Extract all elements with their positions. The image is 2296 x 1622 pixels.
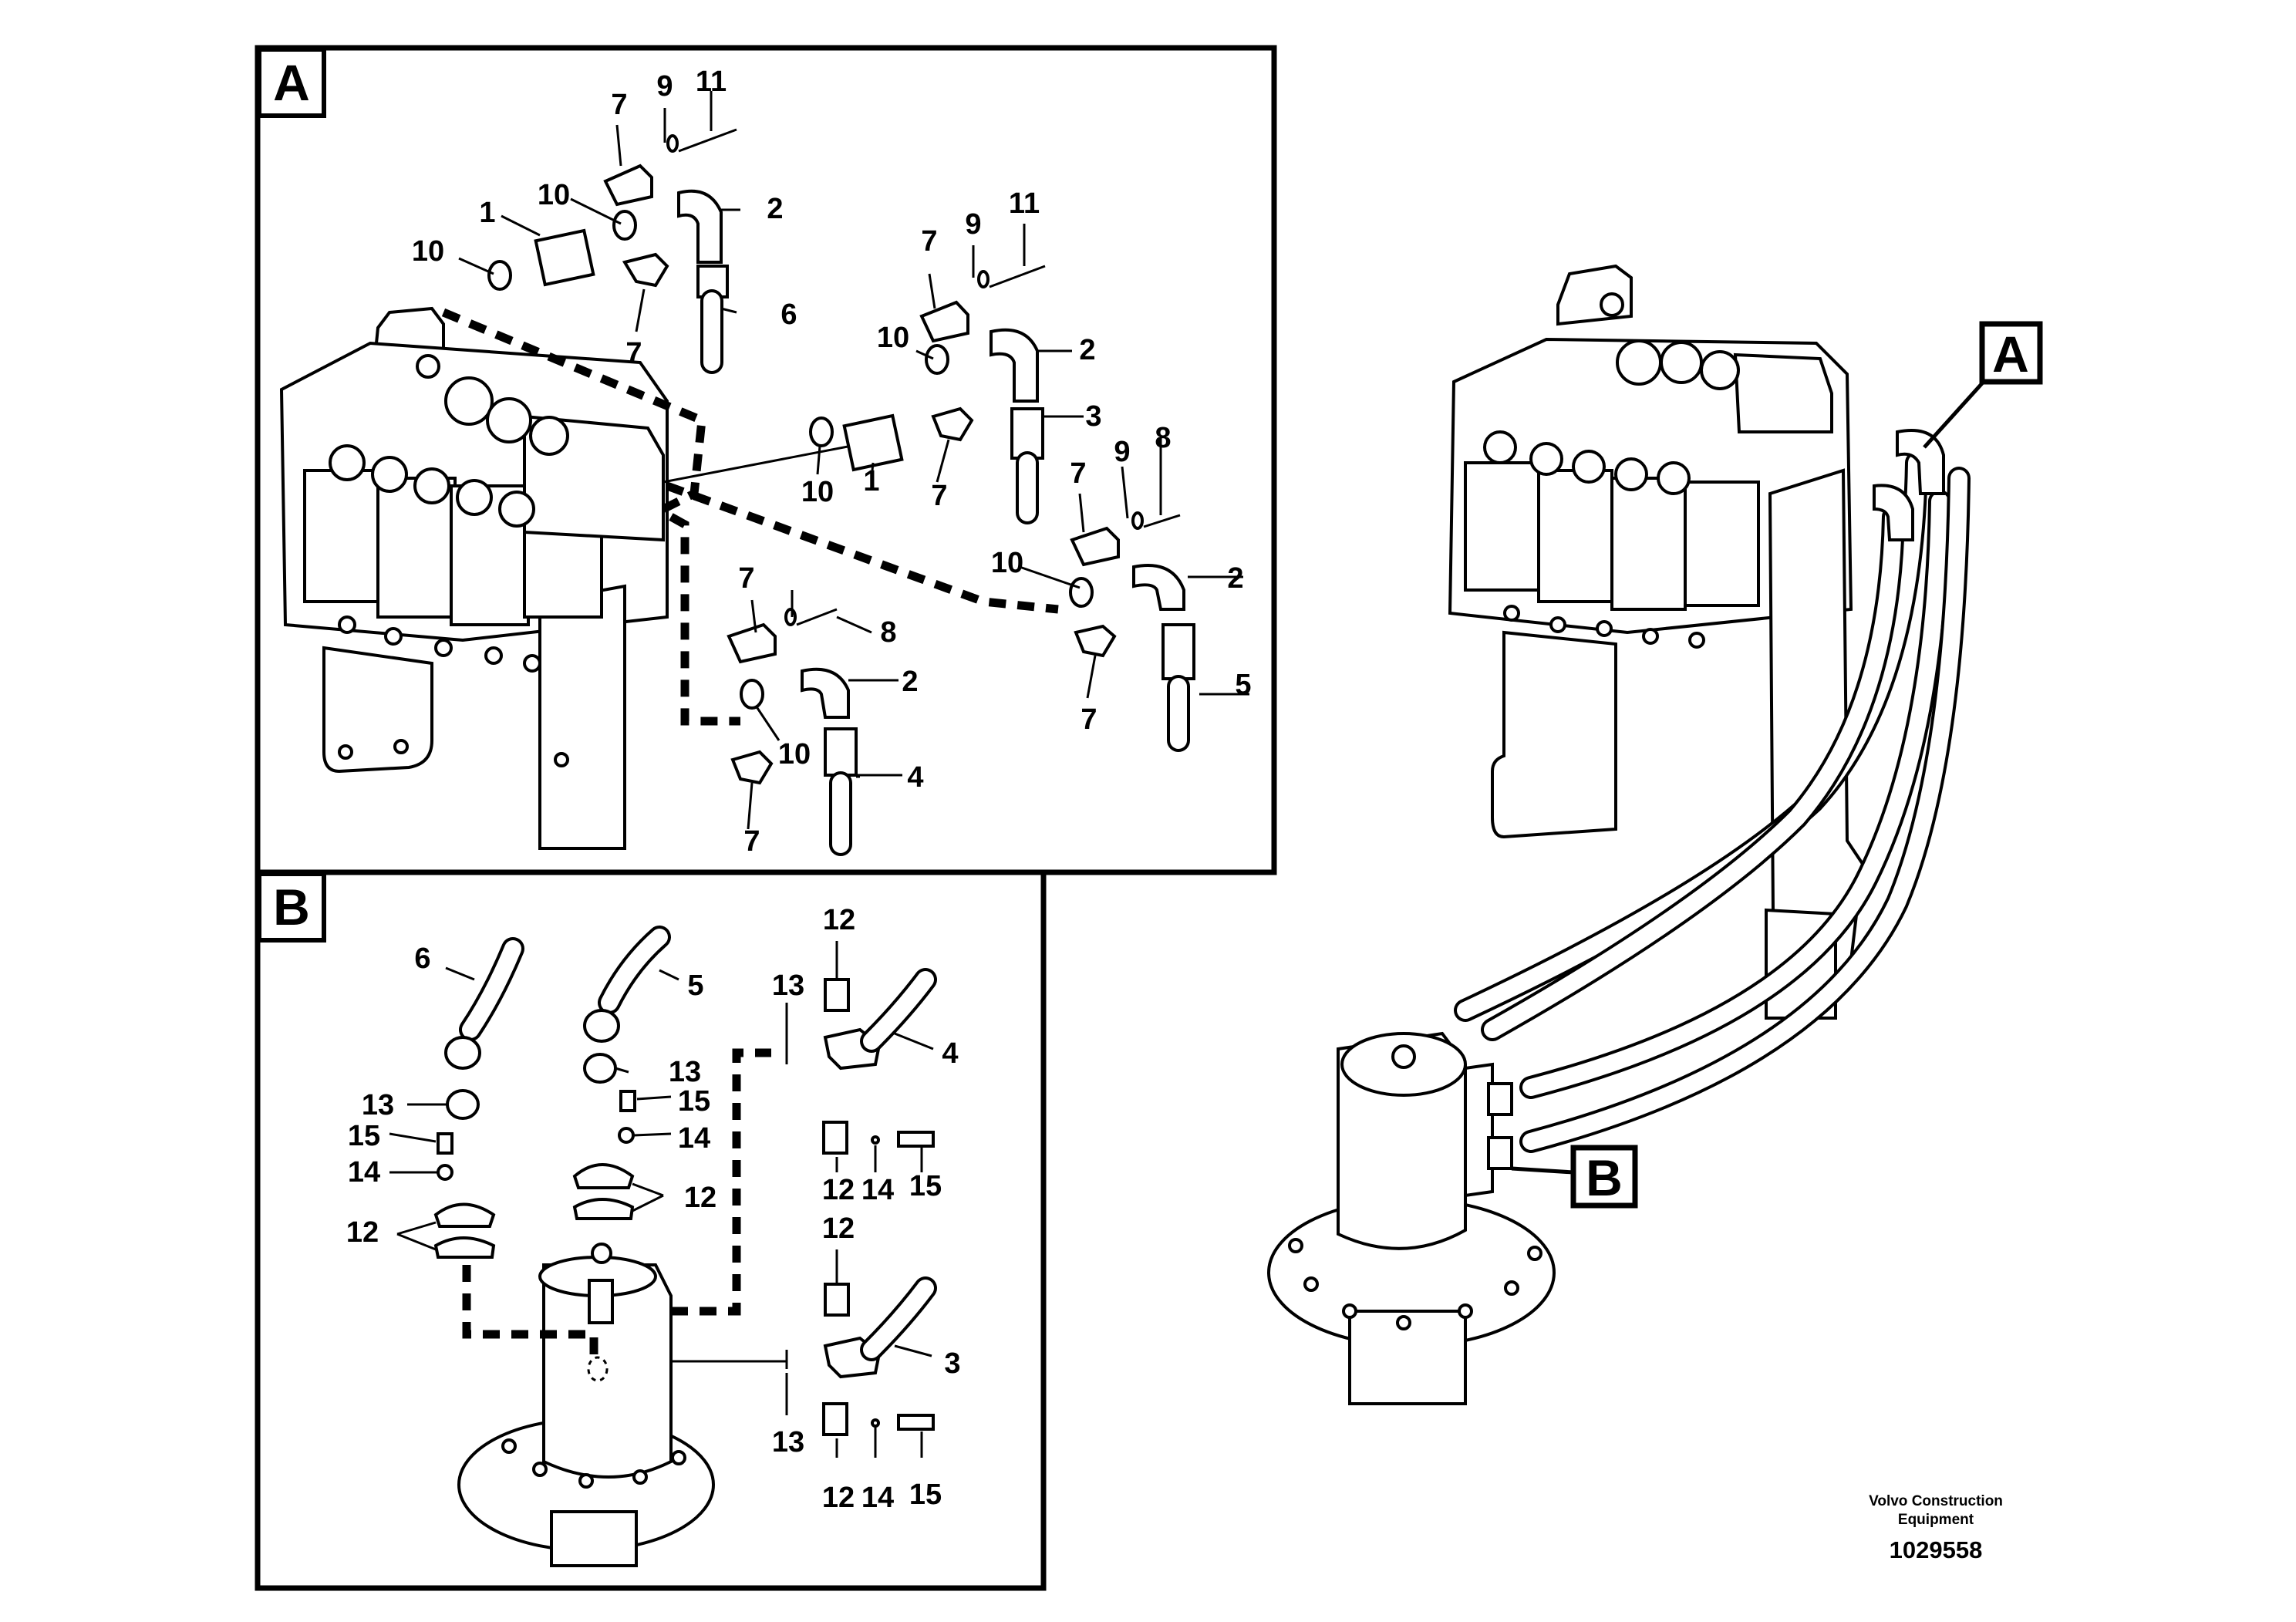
leader-lines-a <box>458 91 1249 830</box>
callout-b-6: 13 <box>362 1089 394 1121</box>
callout-a-21: 10 <box>991 547 1023 579</box>
callout-a-28: 4 <box>907 761 923 794</box>
callout-a-3: 1 <box>479 197 495 229</box>
panel-a: A <box>255 45 1277 875</box>
callout-b-0: 6 <box>414 943 430 975</box>
callout-b-21: 15 <box>909 1479 942 1511</box>
swivel-joint-b <box>457 1243 715 1567</box>
callout-a-7: 6 <box>781 298 797 331</box>
panel-b-frame <box>255 869 1047 1591</box>
leader-lines-b <box>389 941 934 1458</box>
dashed-route-b-2 <box>671 1048 771 1316</box>
overview-a-tag <box>1979 321 2043 385</box>
callout-b-13: 12 <box>822 1174 855 1206</box>
callout-b-16: 12 <box>822 1212 855 1245</box>
fitting-3-assembly <box>785 1276 937 1436</box>
callout-b-5: 4 <box>942 1037 958 1070</box>
callout-b-20: 14 <box>861 1482 894 1514</box>
footer-block: Volvo Construction Equipment 1029558 <box>1869 1493 2003 1563</box>
callout-b-15: 15 <box>909 1170 942 1202</box>
callout-a-0: 7 <box>611 89 627 121</box>
footer-company-2: Equipment <box>1898 1512 1974 1528</box>
footer-doc-number: 1029558 <box>1890 1536 1983 1563</box>
callout-b-19: 12 <box>822 1482 855 1514</box>
overview-a-label: A <box>1992 325 2029 383</box>
hose-5-assembly <box>572 926 671 1220</box>
panel-a-label: A <box>273 54 310 111</box>
callout-a-13: 2 <box>1079 334 1095 366</box>
callout-b-17: 3 <box>944 1347 960 1380</box>
callout-a-29: 10 <box>778 738 811 771</box>
hose-6-assembly <box>433 937 524 1259</box>
callout-a-14: 3 <box>1085 400 1101 433</box>
fitting-group-4 <box>727 608 858 856</box>
callout-b-14: 14 <box>861 1174 894 1206</box>
fitting-4-assembly <box>785 968 937 1155</box>
callout-a-6: 10 <box>412 235 444 268</box>
overview-b-tag <box>1570 1145 1638 1209</box>
callout-a-11: 11 <box>1009 187 1040 220</box>
callout-a-2: 11 <box>696 66 727 98</box>
callout-a-1: 9 <box>656 70 673 103</box>
callout-a-5: 2 <box>767 193 783 225</box>
dashed-route-b-1 <box>462 1265 598 1357</box>
callout-a-26: 5 <box>1235 669 1251 701</box>
callout-b-10: 12 <box>684 1182 716 1214</box>
callout-a-17: 7 <box>931 480 947 512</box>
panel-b-tag <box>257 872 326 943</box>
overview-assembly: A B <box>1267 264 2043 1405</box>
callout-b-2: 13 <box>772 969 804 1002</box>
callout-b-8: 14 <box>678 1122 710 1155</box>
callout-a-15: 10 <box>801 476 834 508</box>
callout-a-8: 7 <box>625 337 642 369</box>
fitting-group-1 <box>487 128 737 374</box>
callout-a-18: 7 <box>1070 457 1086 490</box>
callout-a-19: 9 <box>1114 436 1130 468</box>
callout-a-23: 7 <box>1081 703 1097 736</box>
callout-a-27: 7 <box>738 562 754 595</box>
callout-a-25: 2 <box>902 666 918 698</box>
callout-b-11: 14 <box>348 1156 380 1189</box>
callout-a-9: 7 <box>921 225 937 258</box>
panel-b-label: B <box>273 878 310 936</box>
callout-b-3: 12 <box>823 904 855 936</box>
callout-a-24: 8 <box>880 616 896 649</box>
fitting-group-3 <box>1069 511 1195 752</box>
dashed-route-3 <box>669 513 740 726</box>
overview-b-label: B <box>1586 1149 1623 1206</box>
callout-a-4: 10 <box>538 179 570 211</box>
callout-a-12: 10 <box>877 322 909 354</box>
callout-b-9: 15 <box>348 1120 380 1152</box>
callout-b-4: 13 <box>669 1056 701 1088</box>
footer-company: Volvo Construction <box>1869 1493 2003 1509</box>
control-valve-assembly <box>279 306 669 850</box>
callout-b-1: 5 <box>687 969 703 1002</box>
fitting-group-2 <box>809 265 1046 524</box>
panel-b: B <box>255 869 1047 1591</box>
overview-b-leader <box>1511 1166 1574 1175</box>
dashed-route-1 <box>441 308 706 513</box>
callout-a-20: 8 <box>1155 422 1171 454</box>
callout-a-30: 7 <box>743 825 760 858</box>
callout-a-22: 2 <box>1227 562 1243 595</box>
overview-a-leader <box>1923 382 1984 449</box>
panel-a-tag <box>257 47 326 118</box>
callout-b-7: 15 <box>678 1085 710 1118</box>
callout-b-18: 13 <box>772 1426 804 1458</box>
dashed-route-2 <box>666 481 1059 614</box>
callout-a-16: 1 <box>863 465 879 497</box>
callout-a-10: 9 <box>965 208 981 241</box>
callout-b-12: 12 <box>346 1216 379 1249</box>
